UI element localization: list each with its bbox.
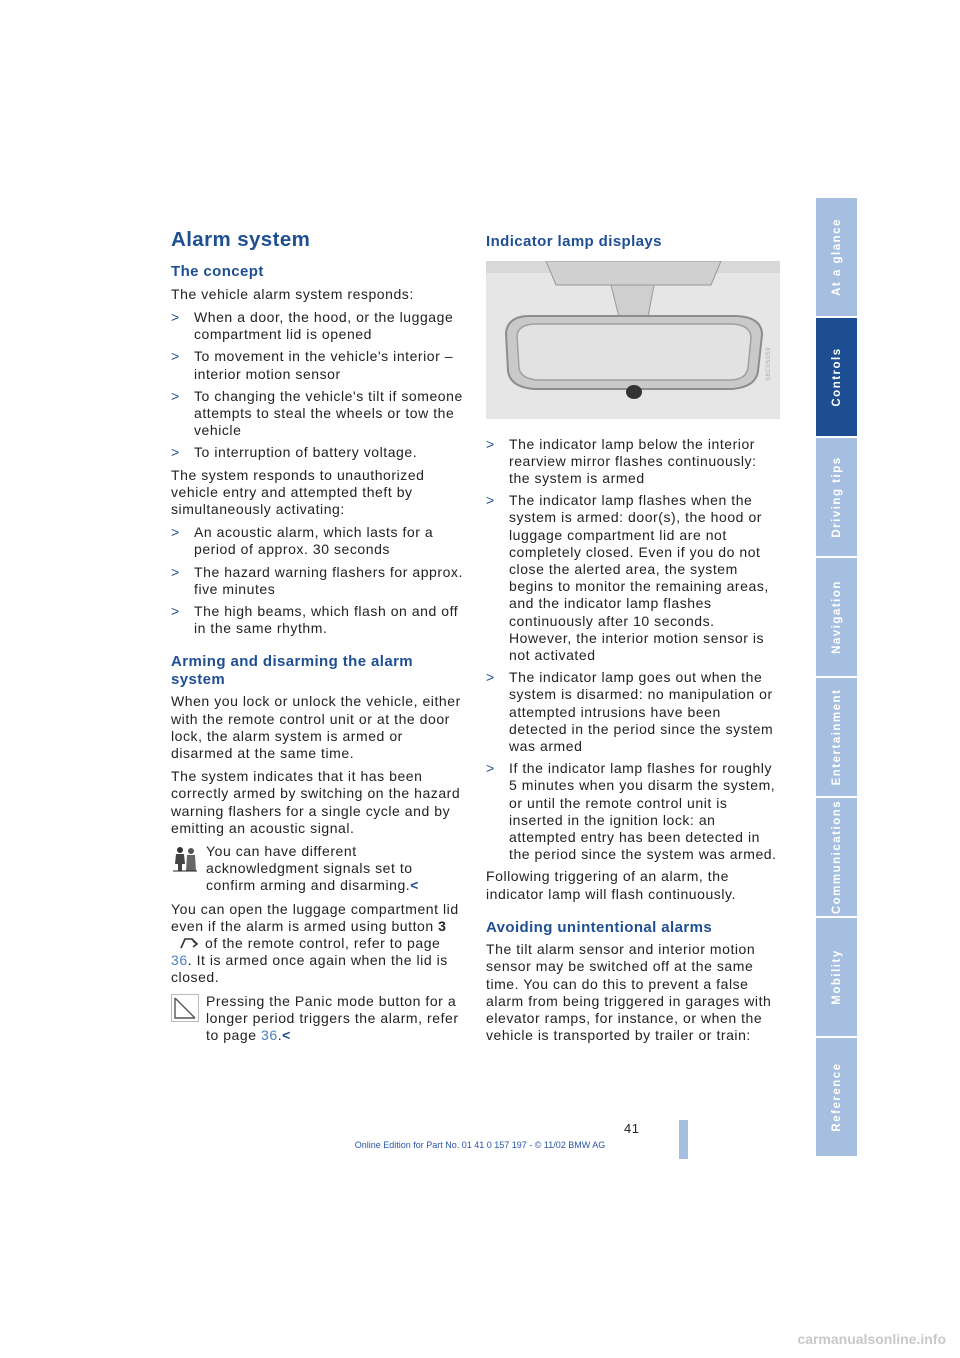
end-mark: <	[410, 877, 419, 894]
list-item: >If the indicator lamp flashes for rough…	[486, 760, 777, 863]
page-title: Alarm system	[171, 228, 311, 251]
list-item: >To interruption of battery voltage.	[171, 444, 418, 461]
activating-list: >An acoustic alarm, which lasts for a pe…	[171, 524, 463, 637]
following-text: Following triggering of an alarm, the in…	[486, 868, 736, 902]
bullet-mark: >	[486, 760, 495, 777]
list-item: >The high beams, which flash on and off …	[171, 602, 459, 637]
bullet-mark: >	[171, 308, 180, 325]
luggage-paragraph: You can open the luggage compartment lid…	[171, 900, 459, 986]
page-number: 41	[624, 1121, 640, 1136]
avoiding-heading: Avoiding unintentional alarms	[486, 918, 713, 936]
page-number-bar	[679, 1120, 688, 1159]
right-column: Indicator lamp displays S8C0S0S9 >The in…	[486, 228, 780, 1051]
bullet-mark: >	[171, 563, 180, 580]
svg-text:S8C0S0S9: S8C0S0S9	[766, 346, 772, 380]
list-item: >The indicator lamp goes out when the sy…	[486, 669, 774, 754]
indicator-heading: Indicator lamp displays	[486, 233, 662, 250]
edition-footer: Online Edition for Part No. 01 41 0 157 …	[354, 1140, 606, 1150]
arming-paragraph-1: When you lock or unlock the vehicle, eit…	[171, 693, 461, 761]
trunk-button-icon	[180, 938, 199, 949]
end-mark: <	[282, 1027, 291, 1044]
tab-navigation[interactable]: Navigation	[816, 558, 857, 676]
page-link-36[interactable]: 36	[171, 952, 188, 969]
tab-mobility[interactable]: Mobility	[816, 918, 857, 1036]
note-triangle-icon	[171, 993, 199, 1022]
tab-at-a-glance[interactable]: At a glance	[816, 198, 857, 316]
bullet-mark: >	[171, 602, 180, 619]
tab-entertainment[interactable]: Entertainment	[816, 678, 857, 796]
watermark: carmanualsonline.info	[797, 1331, 946, 1347]
note-acknowledgment: You can have different acknowledgment si…	[171, 843, 463, 895]
service-person-icon	[171, 843, 199, 872]
note-panic: Pressing the Panic mode button for a lon…	[171, 993, 463, 1045]
tab-reference[interactable]: Reference	[816, 1038, 857, 1156]
bullet-mark: >	[486, 435, 495, 452]
responds-list: >When a door, the hood, or the luggage c…	[171, 309, 463, 462]
page-link-36[interactable]: 36	[261, 1027, 278, 1044]
bullet-mark: >	[486, 492, 495, 509]
list-item: >To movement in the vehicle's interior –…	[171, 348, 454, 382]
concept-heading: The concept	[171, 263, 264, 281]
list-item: >The hazard warning flashers for approx.…	[171, 563, 463, 597]
chapter-tabs: At a glance Controls Driving tips Naviga…	[816, 198, 857, 1160]
indicator-list: >The indicator lamp below the interior r…	[486, 436, 778, 864]
bullet-mark: >	[171, 348, 180, 365]
tab-controls[interactable]: Controls	[816, 318, 857, 436]
list-item: >An acoustic alarm, which lasts for a pe…	[171, 524, 434, 558]
arming-paragraph-2: The system indicates that it has been co…	[171, 768, 461, 836]
activating-text: The system responds to unauthorized vehi…	[171, 466, 425, 517]
list-item: >When a door, the hood, or the luggage c…	[171, 308, 454, 343]
list-item: >To changing the vehicle's tilt if someo…	[171, 387, 463, 439]
bullet-mark: >	[486, 669, 495, 686]
tab-driving-tips[interactable]: Driving tips	[816, 438, 857, 556]
concept-intro: The vehicle alarm system responds:	[171, 285, 414, 302]
arming-heading: Arming and disarming the alarm system	[171, 653, 414, 688]
rearview-mirror-illustration: S8C0S0S9	[486, 260, 780, 419]
left-column: Alarm system The concept The vehicle ala…	[171, 228, 463, 1050]
bullet-mark: >	[171, 524, 180, 541]
button-number: 3	[438, 917, 447, 934]
avoiding-text: The tilt alarm sensor and interior motio…	[486, 941, 772, 1044]
tab-communications[interactable]: Communications	[816, 798, 857, 916]
list-item: >The indicator lamp flashes when the sys…	[486, 492, 769, 663]
bullet-mark: >	[171, 387, 180, 404]
bullet-mark: >	[171, 444, 180, 461]
list-item: >The indicator lamp below the interior r…	[486, 435, 757, 486]
